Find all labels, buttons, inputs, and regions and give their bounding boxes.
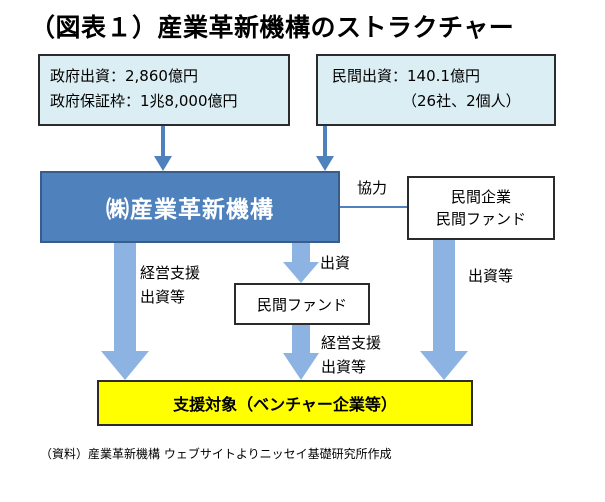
source-note: （資料）産業革新機構 ウェブサイトよりニッセイ基礎研究所作成: [40, 447, 392, 461]
left-flow-label: 経営支援 出資等: [140, 261, 200, 309]
center-bottom-flow-label-line1: 経営支援: [321, 334, 382, 352]
support-target-box: 支援対象（ベンチャー企業等）: [97, 380, 473, 426]
private-funding-amount: 民間出資：140.1億円: [332, 67, 480, 85]
private-fund-box: 民間ファンド: [234, 283, 370, 325]
fund-to-target-arrow: [283, 325, 319, 380]
right-flow-label: 出資等: [468, 267, 514, 285]
partners-to-target-arrow: [420, 240, 468, 380]
government-funding-amount: 政府出資：2,860億円: [50, 67, 198, 85]
diagram-title: （図表１）産業革新機構のストラクチャー: [30, 13, 515, 42]
private-partners-box: 民間企業 民間ファンド: [407, 176, 555, 240]
private-funding-box: 民間出資：140.1億円 （26社、2個人）: [316, 54, 556, 126]
jic-to-fund-arrow: [283, 243, 319, 283]
center-bottom-flow-label: 経営支援 出資等: [321, 331, 381, 379]
private-to-jic-arrow: [316, 126, 334, 171]
left-flow-label-line2: 出資等: [140, 288, 186, 306]
gov-to-jic-arrow: [154, 126, 172, 171]
jic-to-target-arrow: [101, 243, 149, 380]
government-funding-box: 政府出資：2,860億円 政府保証枠：1兆8,000億円: [38, 54, 290, 126]
government-guarantee-amount: 政府保証枠：1兆8,000億円: [50, 92, 238, 110]
jic-box: ㈱産業革新機構: [40, 171, 340, 243]
private-funds-label: 民間ファンド: [435, 210, 526, 228]
private-companies-label: 民間企業: [450, 188, 511, 206]
cooperation-label: 協力: [357, 179, 388, 197]
private-funding-investors: （26社、2個人）: [402, 92, 521, 110]
center-top-flow-label: 出資: [320, 254, 351, 272]
center-bottom-flow-label-line2: 出資等: [321, 358, 367, 376]
left-flow-label-line1: 経営支援: [140, 264, 201, 282]
